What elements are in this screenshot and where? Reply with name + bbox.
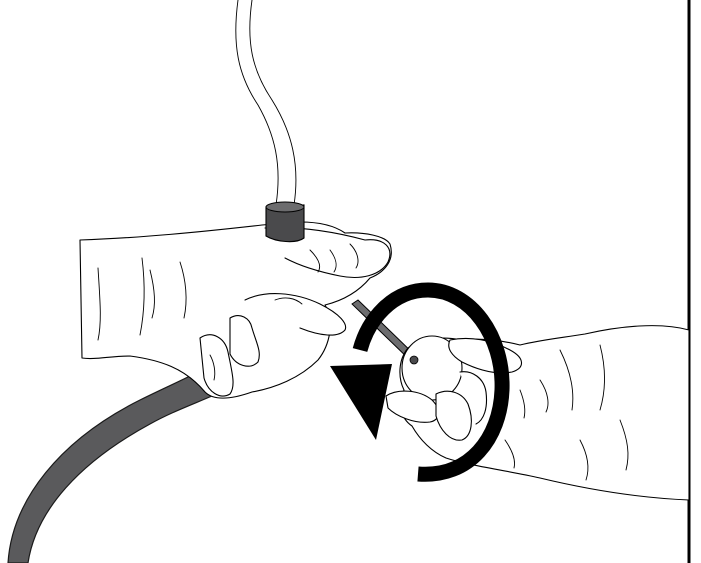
thick-cable (8, 360, 230, 563)
ferrule-top (266, 202, 304, 212)
upper-wire (236, 0, 296, 205)
